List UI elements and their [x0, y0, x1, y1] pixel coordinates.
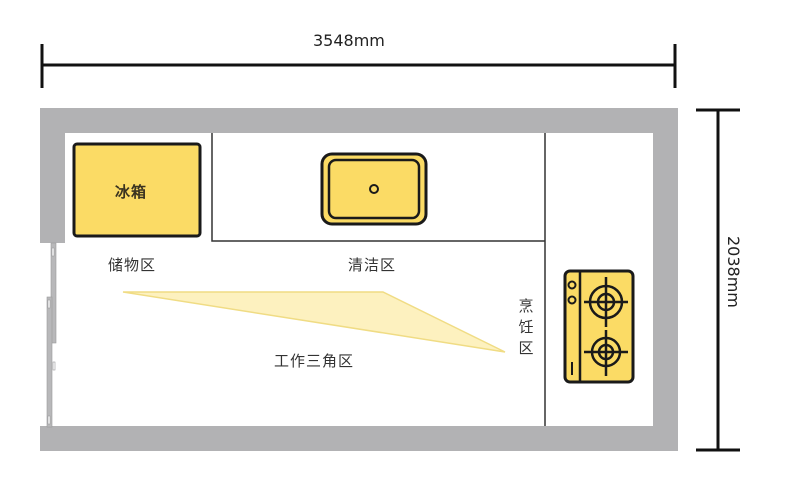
door-icon — [46, 242, 57, 428]
fridge-icon — [72, 142, 202, 238]
cooking-char-2: 饪 — [518, 318, 534, 336]
storage-zone-label: 储物区 — [108, 256, 157, 274]
work-triangle-label: 工作三角区 — [274, 352, 355, 370]
stove-icon — [563, 269, 635, 384]
height-label: 2038mm — [724, 236, 743, 308]
cooking-char-1: 烹 — [518, 297, 534, 315]
walls — [40, 108, 678, 451]
height-dimension-line — [696, 108, 740, 452]
width-label: 3548mm — [313, 31, 385, 50]
cooking-zone-label: 烹 饪 区 — [516, 296, 536, 359]
burner-top-icon — [584, 277, 628, 327]
width-dimension-line — [40, 44, 677, 88]
fridge-label: 冰箱 — [115, 183, 148, 201]
cooking-char-3: 区 — [518, 339, 534, 357]
burner-bottom-icon — [584, 330, 628, 376]
sink-icon — [320, 152, 428, 226]
cleaning-zone-label: 清洁区 — [348, 256, 397, 274]
counter-outline — [211, 133, 546, 426]
work-triangle — [122, 291, 506, 353]
